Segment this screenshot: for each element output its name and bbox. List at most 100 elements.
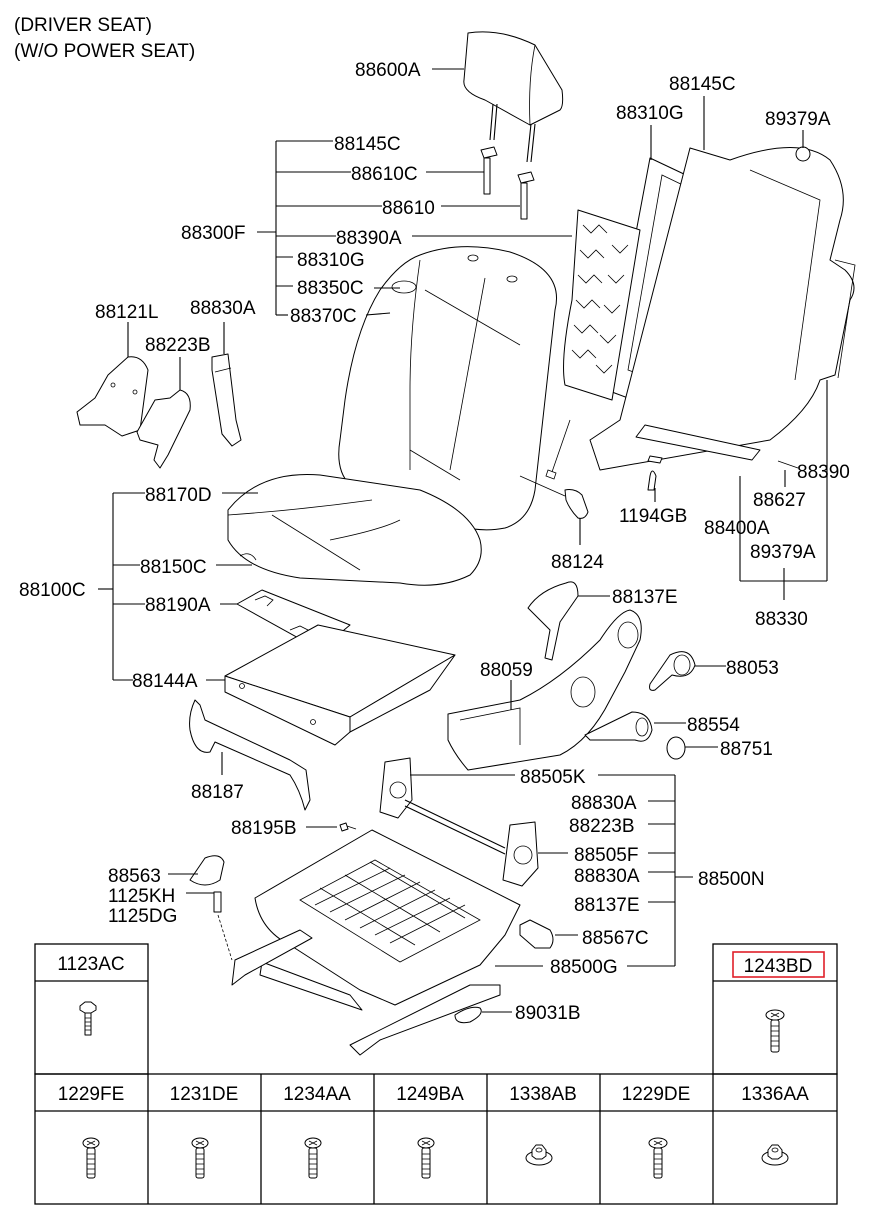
recliner-rod-drawing[interactable] — [545, 419, 571, 480]
seat-cushion-drawing[interactable] — [227, 473, 482, 586]
callout-88830a-b[interactable]: 88830A — [574, 866, 640, 887]
callout-88053[interactable]: 88053 — [726, 658, 779, 679]
phillips-screw-icon — [648, 1137, 668, 1179]
callout-88100c[interactable]: 88100C — [19, 580, 86, 601]
highlight-box — [732, 951, 825, 978]
callout-88195b[interactable]: 88195B — [231, 818, 297, 839]
seat-frame-assembly-drawing[interactable] — [231, 829, 521, 1056]
callout-88137e-top[interactable]: 88137E — [612, 587, 678, 608]
back-board-drawing[interactable] — [635, 424, 761, 461]
recliner-wiring-drawing[interactable] — [527, 581, 579, 661]
fastener-code-1234aa[interactable]: 1234AA — [283, 1084, 351, 1105]
callout-88121l[interactable]: 88121L — [95, 302, 158, 323]
callout-88300f[interactable]: 88300F — [181, 223, 245, 244]
callout-88145c-top[interactable]: 88145C — [669, 74, 736, 95]
callout-88567c[interactable]: 88567C — [582, 928, 649, 949]
callout-88144a[interactable]: 88144A — [132, 671, 198, 692]
callout-88830a-top[interactable]: 88830A — [190, 298, 256, 319]
side-cover-88121l-drawing[interactable] — [76, 356, 149, 437]
lumbar-support-drawing[interactable] — [563, 209, 641, 401]
callout-89379a[interactable]: 89379A — [750, 542, 816, 563]
cover-88563-drawing[interactable] — [189, 855, 225, 886]
bolt-1125kh-drawing[interactable] — [213, 891, 233, 961]
callout-88059[interactable]: 88059 — [480, 660, 533, 681]
callout-88145c[interactable]: 88145C — [334, 134, 401, 155]
lever-88554-drawing[interactable] — [584, 711, 653, 742]
callout-88330[interactable]: 88330 — [755, 609, 808, 630]
callout-88505f[interactable]: 88505F — [574, 845, 638, 866]
callout-88137e[interactable]: 88137E — [574, 895, 640, 916]
callout-88170d[interactable]: 88170D — [145, 485, 212, 506]
callout-88124[interactable]: 88124 — [551, 552, 604, 573]
hex-flange-bolt-icon — [79, 1001, 97, 1036]
recliner-knob-88053-drawing[interactable] — [649, 651, 696, 691]
callout-88187[interactable]: 88187 — [191, 782, 244, 803]
callout-88223b[interactable]: 88223B — [569, 816, 635, 837]
grommet-clip-drawing[interactable] — [795, 146, 811, 162]
callout-88370c[interactable]: 88370C — [290, 306, 357, 327]
side-shield-88059-drawing[interactable] — [447, 609, 642, 771]
cover-88567c-drawing[interactable] — [519, 919, 554, 949]
diagram-title-line-1: (DRIVER SEAT) — [14, 15, 152, 36]
callout-1125kh[interactable]: 1125KH — [108, 886, 175, 907]
callout-88500g[interactable]: 88500G — [550, 957, 618, 978]
fastener-code-1229de[interactable]: 1229DE — [622, 1084, 691, 1105]
diagram-title-line-2: (W/O POWER SEAT) — [14, 41, 195, 62]
fastener-code-1123ac[interactable]: 1123AC — [57, 954, 124, 975]
phillips-screw-icon — [304, 1137, 322, 1179]
callout-labels: 88600A 88145C 88310G 89379A 88300F 88145… — [19, 60, 850, 1024]
callout-88610c[interactable]: 88610C — [351, 164, 418, 185]
leader-lines — [98, 68, 828, 1013]
fastener-code-1231de[interactable]: 1231DE — [170, 1084, 239, 1105]
callout-88400a[interactable]: 88400A — [704, 518, 770, 539]
flange-nut-icon — [761, 1144, 789, 1166]
callout-1194gb[interactable]: 1194GB — [619, 506, 687, 527]
cap-88751-drawing[interactable] — [666, 736, 686, 760]
seat-back-cushion-drawing[interactable] — [338, 246, 557, 531]
headrest-drawing[interactable] — [463, 31, 564, 163]
callout-88554[interactable]: 88554 — [687, 715, 740, 736]
phillips-screw-icon — [82, 1137, 100, 1179]
front-shield-88187-drawing[interactable] — [189, 699, 311, 811]
callout-88390[interactable]: 88390 — [797, 462, 850, 483]
callout-89379a-top[interactable]: 89379A — [765, 109, 831, 130]
callout-88610[interactable]: 88610 — [382, 198, 435, 219]
recliner-lever-cover-drawing[interactable] — [519, 475, 589, 519]
callout-88600a[interactable]: 88600A — [355, 60, 421, 81]
fastener-table: 1123AC 1243BD 1229FE 1231DE 1234AA 1249B… — [34, 943, 838, 1205]
bolt-88195b-drawing[interactable] — [339, 822, 357, 832]
fastener-1194gb-drawing[interactable] — [647, 470, 657, 491]
callout-89031b[interactable]: 89031B — [515, 1003, 581, 1024]
callout-1125dg[interactable]: 1125DG — [108, 906, 177, 927]
callout-88390a[interactable]: 88390A — [336, 228, 402, 249]
phillips-screw-icon — [417, 1137, 435, 1179]
fastener-code-1229fe[interactable]: 1229FE — [58, 1084, 125, 1105]
side-cover-88223b-drawing[interactable] — [136, 389, 191, 469]
seat-cushion-pan-drawing[interactable] — [224, 624, 456, 746]
seat-belt-buckle-drawing[interactable] — [211, 353, 242, 447]
headrest-guide-drawing[interactable] — [480, 146, 535, 220]
fastener-code-1243bd[interactable]: 1243BD — [744, 956, 813, 977]
callout-88310g-top[interactable]: 88310G — [616, 103, 684, 124]
callout-88500n[interactable]: 88500N — [698, 869, 765, 890]
callout-88150c[interactable]: 88150C — [140, 557, 207, 578]
callout-88563[interactable]: 88563 — [108, 866, 161, 887]
fastener-code-1338ab[interactable]: 1338AB — [509, 1084, 577, 1105]
recliner-mechanism-88505k-drawing[interactable] — [379, 757, 413, 819]
callout-88223b-top[interactable]: 88223B — [145, 335, 211, 356]
handle-89031b-drawing[interactable] — [454, 1006, 482, 1024]
callout-88751[interactable]: 88751 — [720, 739, 773, 760]
callout-88350c[interactable]: 88350C — [297, 278, 364, 299]
fastener-code-1336aa[interactable]: 1336AA — [741, 1084, 809, 1105]
callout-88310g[interactable]: 88310G — [297, 250, 365, 271]
fastener-code-1249ba[interactable]: 1249BA — [396, 1084, 464, 1105]
phillips-screw-icon — [765, 1009, 785, 1053]
callout-88830a-a[interactable]: 88830A — [571, 793, 637, 814]
callout-88505k[interactable]: 88505K — [520, 767, 586, 788]
recliner-mechanism-88505f-drawing[interactable] — [404, 799, 539, 887]
callout-88190a[interactable]: 88190A — [145, 595, 211, 616]
pin-88627-drawing[interactable] — [777, 460, 799, 469]
clip-drawing[interactable] — [647, 455, 663, 464]
phillips-screw-icon — [191, 1137, 209, 1179]
callout-88627[interactable]: 88627 — [753, 490, 806, 511]
